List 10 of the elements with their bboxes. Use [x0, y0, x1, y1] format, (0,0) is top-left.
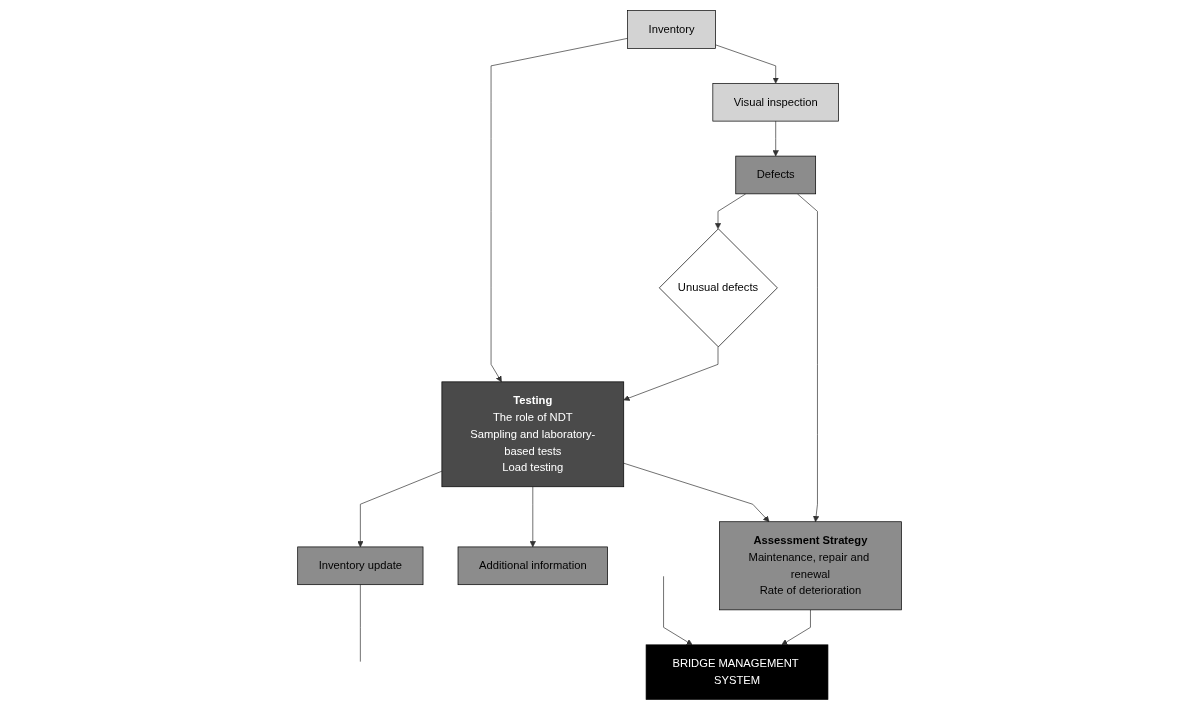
node-box: Defects — [735, 155, 816, 195]
node-box: Assessment Strategy Maintenance, repair and renewal Rate of deterioration — [719, 521, 902, 611]
node-box: Inventory — [627, 10, 716, 49]
node-box: Additional information — [457, 546, 608, 586]
connector — [359, 584, 361, 662]
node-box: Visual inspection — [712, 83, 839, 122]
node-box: BRIDGE MANAGEMENT SYSTEM — [645, 644, 829, 700]
node-box: Inventory update — [297, 546, 424, 586]
node-box: Testing The role of NDT Sampling and laboratory-based tests Load testing — [441, 381, 625, 488]
node-diamond: Unusual defects — [658, 228, 778, 348]
